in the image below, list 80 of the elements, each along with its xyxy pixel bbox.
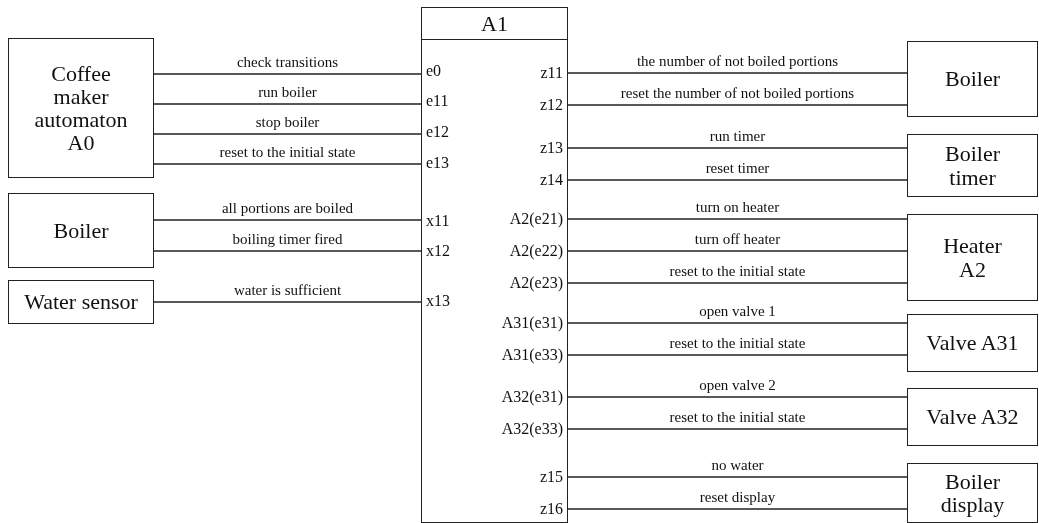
device-box	[907, 214, 1038, 301]
port-label: A32(e33)	[501, 419, 563, 439]
edge-label: all portions are boiled	[220, 200, 355, 217]
edge-label: reset to the initial state	[668, 263, 807, 280]
port-label: A31(e31)	[501, 313, 563, 333]
box-label: Boiler	[53, 218, 109, 243]
edge-label: reset to the initial state	[218, 144, 357, 161]
box-label: Valve A32	[926, 405, 1019, 429]
signal-line	[567, 282, 908, 284]
signal-line	[567, 322, 908, 324]
port-label: z15	[539, 467, 563, 487]
port-label: A2(e23)	[509, 273, 563, 293]
edge-label: no water	[710, 457, 765, 474]
signal-line	[567, 147, 908, 149]
signal-line	[153, 219, 422, 221]
automaton-box	[8, 38, 154, 178]
block-title: A1	[422, 8, 567, 40]
box-label: Water sensor	[24, 290, 138, 314]
signal-line	[567, 72, 908, 74]
signal-line	[567, 396, 908, 398]
edge-label: turn off heater	[693, 231, 782, 248]
device-box	[8, 280, 154, 324]
port-label: z13	[539, 138, 563, 158]
box-label: Boiler	[945, 67, 1000, 91]
port-label: A2(e21)	[509, 209, 563, 229]
signal-line	[567, 508, 908, 510]
edge-label: boiling timer fired	[231, 231, 344, 248]
signal-line	[153, 250, 422, 252]
signal-line	[567, 476, 908, 478]
signal-line	[567, 428, 908, 430]
device-box	[907, 388, 1038, 446]
signal-line	[153, 163, 422, 165]
port-label: x11	[426, 211, 450, 231]
edge-label: water is sufficient	[232, 282, 343, 299]
edge-label: run boiler	[257, 84, 318, 101]
signal-line	[153, 133, 422, 135]
signal-line	[153, 301, 422, 303]
port-label: e0	[426, 61, 442, 81]
port-label: e12	[426, 122, 450, 142]
edge-label: reset display	[698, 489, 777, 506]
edge-label: reset to the initial state	[668, 409, 807, 426]
edge-label: open valve 2	[698, 377, 777, 394]
port-label: z12	[539, 95, 563, 115]
edge-label: reset to the initial state	[668, 335, 807, 352]
signal-line	[153, 103, 422, 105]
box-label: Boiler display	[939, 469, 1006, 517]
device-box	[8, 193, 154, 268]
device-box	[907, 463, 1038, 523]
port-label: A2(e22)	[509, 241, 563, 261]
port-label: A32(e31)	[501, 387, 563, 407]
port-label: e11	[426, 91, 449, 111]
port-label: x13	[426, 291, 450, 311]
device-box	[907, 41, 1038, 117]
edge-label: run timer	[708, 128, 767, 145]
port-label: e13	[426, 153, 450, 173]
box-label: Valve A31	[926, 331, 1019, 355]
signal-line	[567, 250, 908, 252]
port-label: z11	[540, 63, 563, 83]
edge-label: stop boiler	[254, 114, 321, 131]
port-label: z14	[539, 170, 563, 190]
edge-label: check transitions	[235, 54, 340, 71]
signal-line	[567, 354, 908, 356]
port-label: z16	[539, 499, 563, 519]
edge-label: reset timer	[704, 160, 771, 177]
signal-line	[567, 104, 908, 106]
box-label: Heater A2	[942, 234, 1003, 281]
edge-label: open valve 1	[698, 303, 777, 320]
automaton-block	[421, 7, 568, 523]
edge-label: the number of not boiled portions	[635, 53, 840, 70]
signal-line	[567, 218, 908, 220]
box-label: Coffee maker automaton A0	[33, 61, 129, 155]
port-label: A31(e33)	[501, 345, 563, 365]
edge-label: reset the number of not boiled portions	[619, 85, 856, 102]
signal-line	[567, 179, 908, 181]
edge-label: turn on heater	[694, 199, 781, 216]
signal-line	[153, 73, 422, 75]
box-label: Boiler timer	[944, 142, 1001, 189]
port-label: x12	[426, 241, 450, 261]
device-box	[907, 134, 1038, 197]
device-box	[907, 314, 1038, 372]
